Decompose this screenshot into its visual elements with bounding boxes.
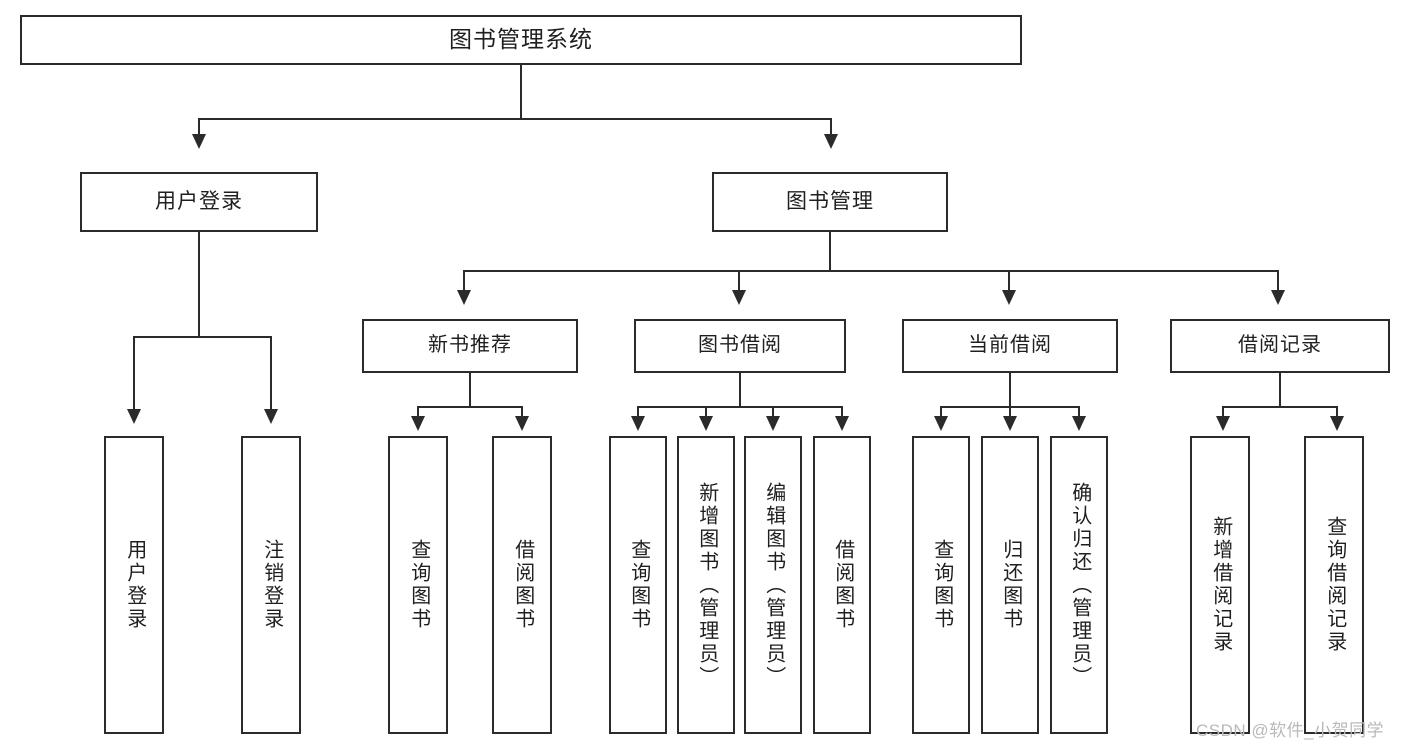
connector-book-manage-drop-3: [1008, 270, 1010, 292]
leaf-query-book-3-label: 查询图书: [930, 539, 953, 631]
node-current-borrow-label: 当前借阅: [968, 334, 1052, 357]
arrow-to-leaf-borrow-book-1: [515, 416, 529, 431]
connector-borrow-record-drop-1: [1222, 406, 1224, 418]
connector-book-borrow-bus: [637, 406, 843, 408]
leaf-confirm-return[interactable]: 确认归还（管理员）: [1050, 436, 1108, 734]
leaf-query-book-2-label: 查询图书: [627, 539, 650, 631]
connector-current-borrow-drop-3: [1078, 406, 1080, 418]
leaf-edit-book-label: 编辑图书（管理员）: [762, 481, 785, 689]
node-root-label: 图书管理系统: [449, 26, 593, 53]
node-root[interactable]: 图书管理系统: [20, 15, 1022, 65]
connector-book-manage-stem: [829, 232, 831, 272]
connector-book-manage-bus: [463, 270, 1279, 272]
arrow-to-leaf-query-book-1: [411, 416, 425, 431]
node-user-login-label: 用户登录: [155, 189, 243, 213]
connector-borrow-record-drop-2: [1336, 406, 1338, 418]
node-book-manage[interactable]: 图书管理: [712, 172, 948, 232]
connector-root-drop-right: [830, 118, 832, 136]
arrow-to-leaf-confirm-return: [1072, 416, 1086, 431]
leaf-confirm-return-label: 确认归还（管理员）: [1068, 481, 1091, 689]
leaf-logout-login[interactable]: 注销登录: [241, 436, 301, 734]
connector-borrow-record-stem: [1279, 373, 1281, 408]
connector-borrow-record-bus: [1222, 406, 1338, 408]
connector-user-login-bus: [133, 336, 272, 338]
arrow-to-new-book-recommend: [457, 290, 471, 305]
connector-root-bus: [198, 118, 832, 120]
connector-new-book-drop-2: [521, 406, 523, 418]
arrow-to-leaf-user-login: [127, 409, 141, 424]
leaf-user-login-label: 用户登录: [123, 539, 146, 631]
node-book-manage-label: 图书管理: [786, 189, 874, 213]
leaf-add-record-label: 新增借阅记录: [1209, 516, 1232, 654]
arrow-to-leaf-add-record: [1216, 416, 1230, 431]
node-current-borrow[interactable]: 当前借阅: [902, 319, 1118, 373]
node-borrow-record[interactable]: 借阅记录: [1170, 319, 1390, 373]
leaf-query-record-label: 查询借阅记录: [1323, 516, 1346, 654]
connector-book-manage-drop-2: [738, 270, 740, 292]
connector-new-book-bus: [417, 406, 523, 408]
connector-current-borrow-drop-1: [940, 406, 942, 418]
arrow-to-leaf-logout-login: [264, 409, 278, 424]
leaf-add-record[interactable]: 新增借阅记录: [1190, 436, 1250, 734]
leaf-edit-book[interactable]: 编辑图书（管理员）: [744, 436, 802, 734]
leaf-query-record[interactable]: 查询借阅记录: [1304, 436, 1364, 734]
connector-book-manage-drop-4: [1277, 270, 1279, 292]
connector-user-login-drop-2: [270, 336, 272, 411]
node-new-book-recommend[interactable]: 新书推荐: [362, 319, 578, 373]
node-book-borrow[interactable]: 图书借阅: [634, 319, 846, 373]
arrow-to-leaf-edit-book: [766, 416, 780, 431]
leaf-user-login[interactable]: 用户登录: [104, 436, 164, 734]
leaf-query-book-1-label: 查询图书: [407, 539, 430, 631]
node-user-login[interactable]: 用户登录: [80, 172, 318, 232]
leaf-borrow-book-1-label: 借阅图书: [511, 539, 534, 631]
connector-book-borrow-drop-1: [637, 406, 639, 418]
node-new-book-recommend-label: 新书推荐: [428, 334, 512, 357]
leaf-borrow-book-2[interactable]: 借阅图书: [813, 436, 871, 734]
arrow-to-leaf-add-book: [699, 416, 713, 431]
connector-book-manage-drop-1: [463, 270, 465, 292]
leaf-query-book-3[interactable]: 查询图书: [912, 436, 970, 734]
arrow-to-book-borrow: [732, 290, 746, 305]
node-borrow-record-label: 借阅记录: [1238, 334, 1322, 357]
leaf-borrow-book-1[interactable]: 借阅图书: [492, 436, 552, 734]
connector-new-book-drop-1: [417, 406, 419, 418]
arrow-to-leaf-query-book-2: [631, 416, 645, 431]
arrow-to-borrow-record: [1271, 290, 1285, 305]
connector-book-borrow-drop-3: [772, 406, 774, 418]
leaf-borrow-book-2-label: 借阅图书: [831, 539, 854, 631]
arrow-to-leaf-query-record: [1330, 416, 1344, 431]
leaf-query-book-1[interactable]: 查询图书: [388, 436, 448, 734]
connector-book-borrow-drop-4: [841, 406, 843, 418]
arrow-to-user-login: [192, 134, 206, 149]
leaf-return-book[interactable]: 归还图书: [981, 436, 1039, 734]
leaf-logout-login-label: 注销登录: [260, 539, 283, 631]
leaf-query-book-2[interactable]: 查询图书: [609, 436, 667, 734]
connector-user-login-stem: [198, 232, 200, 337]
node-book-borrow-label: 图书借阅: [698, 334, 782, 357]
connector-current-borrow-stem: [1009, 373, 1011, 408]
arrow-to-current-borrow: [1002, 290, 1016, 305]
connector-root-stem: [520, 65, 522, 119]
connector-user-login-drop-1: [133, 336, 135, 411]
arrow-to-leaf-borrow-book-2: [835, 416, 849, 431]
connector-new-book-stem: [469, 373, 471, 408]
arrow-to-leaf-query-book-3: [934, 416, 948, 431]
arrow-to-leaf-return-book: [1003, 416, 1017, 431]
connector-book-borrow-stem: [739, 373, 741, 408]
leaf-add-book-label: 新增图书（管理员）: [695, 481, 718, 689]
arrow-to-book-manage: [824, 134, 838, 149]
connector-current-borrow-drop-2: [1009, 406, 1011, 418]
connector-book-borrow-drop-2: [705, 406, 707, 418]
leaf-return-book-label: 归还图书: [999, 539, 1022, 631]
connector-root-drop-left: [198, 118, 200, 136]
leaf-add-book[interactable]: 新增图书（管理员）: [677, 436, 735, 734]
